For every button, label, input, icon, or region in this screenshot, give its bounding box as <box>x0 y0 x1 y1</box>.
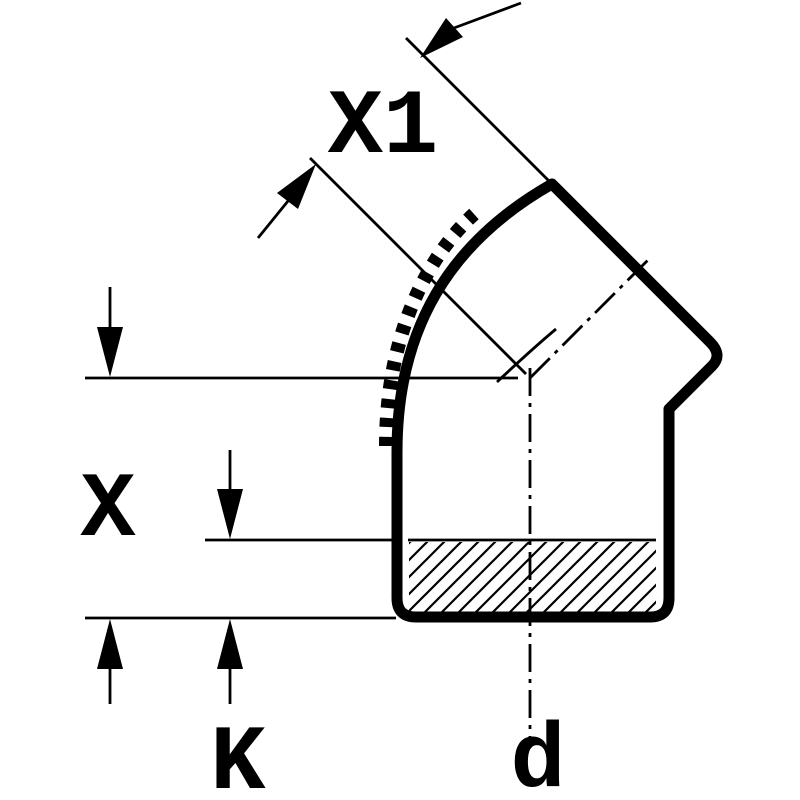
dimension-label-x1: X1 <box>328 75 438 180</box>
inner-bend-line <box>496 327 557 384</box>
arrow-shaft <box>453 1 522 30</box>
arrow-up-icon <box>97 619 123 669</box>
fitting-body <box>379 178 723 623</box>
centerline-diagonal <box>529 257 651 379</box>
dimension-label-x: X <box>80 458 136 563</box>
arrow-up-icon <box>217 619 243 669</box>
dimension-label-k: K <box>210 711 266 800</box>
centerlines <box>528 257 651 748</box>
arrow-shaft <box>256 200 290 239</box>
rib-teeth <box>379 208 479 447</box>
dim-ext-x1-vertex <box>309 157 527 375</box>
arrow-down-icon <box>217 489 243 539</box>
arrow-diagonal-icon <box>420 18 463 58</box>
dimension-lines <box>85 1 656 704</box>
arrow-down-icon <box>97 327 123 377</box>
dimension-label-d: d <box>510 709 565 800</box>
dim-ext-x1-face <box>405 37 550 182</box>
fitting-outline <box>391 178 723 623</box>
arrow-diagonal-icon <box>277 164 316 209</box>
socket-hatch-area <box>409 542 656 614</box>
dimension-arrows <box>97 18 463 669</box>
